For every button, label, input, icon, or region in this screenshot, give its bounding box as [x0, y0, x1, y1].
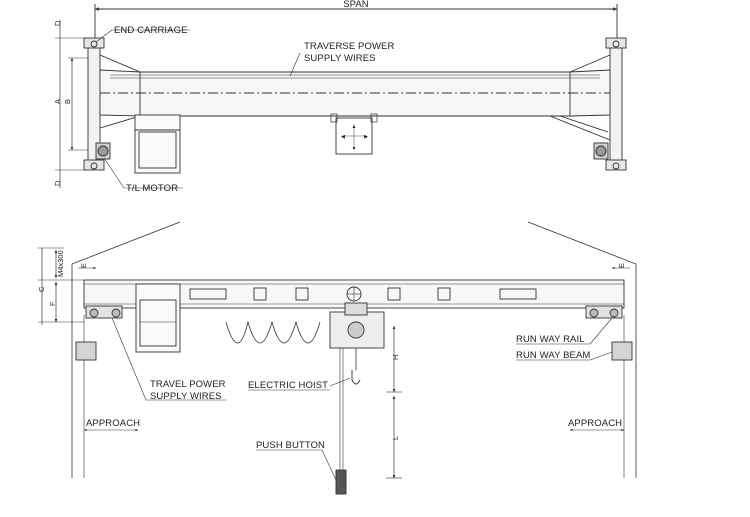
control-left: ◀ — [341, 134, 345, 140]
top-view — [55, 4, 627, 189]
approach-left-label: APPROACH — [86, 418, 140, 429]
side-view — [38, 221, 637, 495]
control-box: ▲ ▼ ◀ ▶ — [330, 113, 378, 155]
dim-c: C — [37, 286, 46, 292]
control-up: ▲ — [352, 124, 357, 130]
travel-power-label-line1: TRAVEL POWER — [150, 379, 226, 390]
dim-h: H — [391, 355, 400, 360]
dim-mx: M4x300 — [56, 250, 65, 277]
festoon-cable — [225, 320, 321, 344]
electric-hoist-label: ELECTRIC HOIST — [248, 380, 328, 391]
right-end-carriage — [609, 41, 623, 168]
wheel-right — [589, 308, 599, 318]
travel-supply-panel — [135, 283, 181, 353]
run-way-rail-label: RUN WAY RAIL — [516, 334, 585, 345]
side-view-labels: C F M4x300 E E H L TRAVEL POWER SUPPLY W… — [37, 250, 626, 451]
building-left-wall — [71, 221, 181, 478]
dim-b: B — [63, 99, 72, 104]
end-carriage-leader — [95, 29, 113, 43]
span-label: SPAN — [343, 0, 369, 10]
dim-d-bottom: D — [53, 180, 62, 186]
traverse-power-label-line2: SUPPLY WIRES — [304, 53, 376, 64]
runway-beam-left — [75, 341, 97, 361]
run-way-beam-label: RUN WAY BEAM — [516, 350, 590, 361]
hoist-plan-outline — [134, 114, 181, 174]
tl-motor-leader — [103, 157, 125, 189]
traverse-power-label-line1: TRAVERSE POWER — [304, 41, 394, 52]
end-carriage-label: END CARRIAGE — [114, 25, 188, 36]
runway-beam-right — [611, 341, 633, 361]
dim-d-top: D — [53, 20, 62, 26]
travel-power-label-line2: SUPPLY WIRES — [150, 391, 222, 402]
push-button-label: PUSH BUTTON — [256, 440, 325, 451]
dim-e-right: E — [617, 263, 626, 268]
dim-f: F — [48, 301, 57, 306]
travel-power-leader — [111, 317, 147, 401]
electric-hoist-leader — [329, 377, 351, 387]
control-right: ▶ — [364, 134, 368, 140]
control-down: ▼ — [352, 146, 357, 152]
push-button-pendant — [335, 469, 347, 495]
tl-motor-label: T/L MOTOR — [126, 183, 178, 194]
approach-right-label: APPROACH — [568, 418, 622, 429]
top-view-labels: SPAN END CARRIAGE TRAVERSE POWER SUPPLY … — [53, 0, 394, 194]
dim-a: A — [53, 99, 62, 104]
wheel-left — [89, 308, 99, 318]
dim-e-left: E — [79, 263, 88, 268]
dim-l: L — [391, 436, 400, 440]
building-right-wall — [527, 221, 637, 478]
